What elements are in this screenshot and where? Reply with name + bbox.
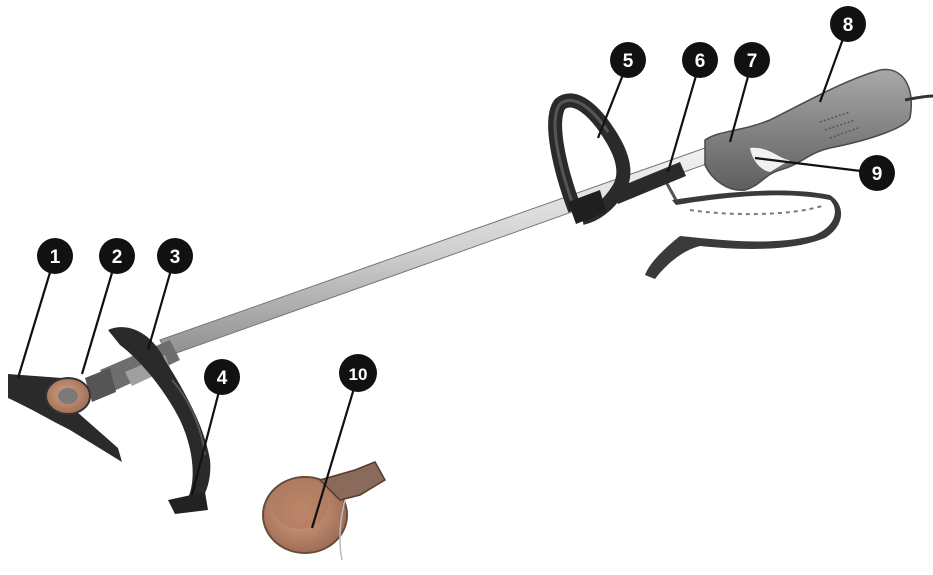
- callout-8-label: 8: [843, 15, 854, 36]
- callout-9: 9: [859, 155, 895, 191]
- callout-6: 6: [682, 42, 718, 78]
- callout-5: 5: [610, 42, 646, 78]
- callout-4: 4: [204, 359, 240, 395]
- callout-7-label: 7: [747, 51, 758, 72]
- callout-2: 2: [99, 238, 135, 274]
- motor-housing: [704, 68, 933, 191]
- callout-1-label: 1: [50, 247, 61, 268]
- callout-7: 7: [734, 42, 770, 78]
- callout-5-label: 5: [623, 51, 634, 72]
- leader-lines: [16, 24, 878, 529]
- callout-8: 8: [830, 6, 866, 42]
- callout-3: 3: [157, 238, 193, 274]
- callout-3-label: 3: [170, 247, 181, 268]
- callout-6-label: 6: [695, 51, 706, 72]
- shaft-collar: [612, 162, 686, 204]
- cutting-blade: [8, 374, 122, 462]
- callout-2-label: 2: [112, 247, 123, 268]
- callout-1: 1: [37, 238, 73, 274]
- callout-9-label: 9: [872, 164, 883, 185]
- trimmer-spool-head: [262, 461, 387, 561]
- callout-4-label: 4: [217, 368, 228, 389]
- callout-10-label: 10: [349, 365, 368, 384]
- callout-10: 10: [339, 354, 377, 392]
- front-handle: [548, 93, 631, 225]
- shoulder-strap: [645, 179, 842, 279]
